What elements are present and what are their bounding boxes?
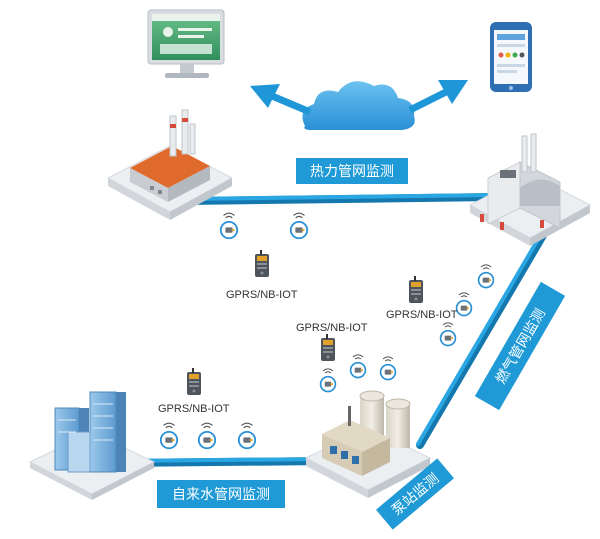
heat-gateway-label: GPRS/NB-IOT — [226, 289, 298, 301]
heat-network-banner: 热力管网监测 — [296, 158, 408, 184]
gas-network-banner: 燃气管网监测 — [474, 281, 566, 411]
gas-station — [468, 133, 592, 246]
arrow-to-monitor — [250, 84, 312, 116]
gas-pipe — [416, 228, 549, 449]
gas-gateway-label: GPRS/NB-IOT — [386, 309, 458, 321]
desktop-monitor-icon — [147, 9, 225, 78]
water-network-banner: 自来水管网监测 — [157, 480, 285, 508]
water-banner-text: 自来水管网监测 — [172, 487, 270, 503]
pump-gateway-label: GPRS/NB-IOT — [296, 322, 368, 334]
heating-plant — [106, 109, 234, 220]
heat-banner-text: 热力管网监测 — [310, 164, 394, 180]
pump-station — [304, 390, 432, 498]
cloud-icon — [302, 81, 415, 130]
city-buildings — [28, 391, 156, 500]
water-gateway-label: GPRS/NB-IOT — [158, 403, 230, 415]
smartphone-icon — [490, 22, 532, 92]
arrow-to-phone — [408, 80, 468, 114]
